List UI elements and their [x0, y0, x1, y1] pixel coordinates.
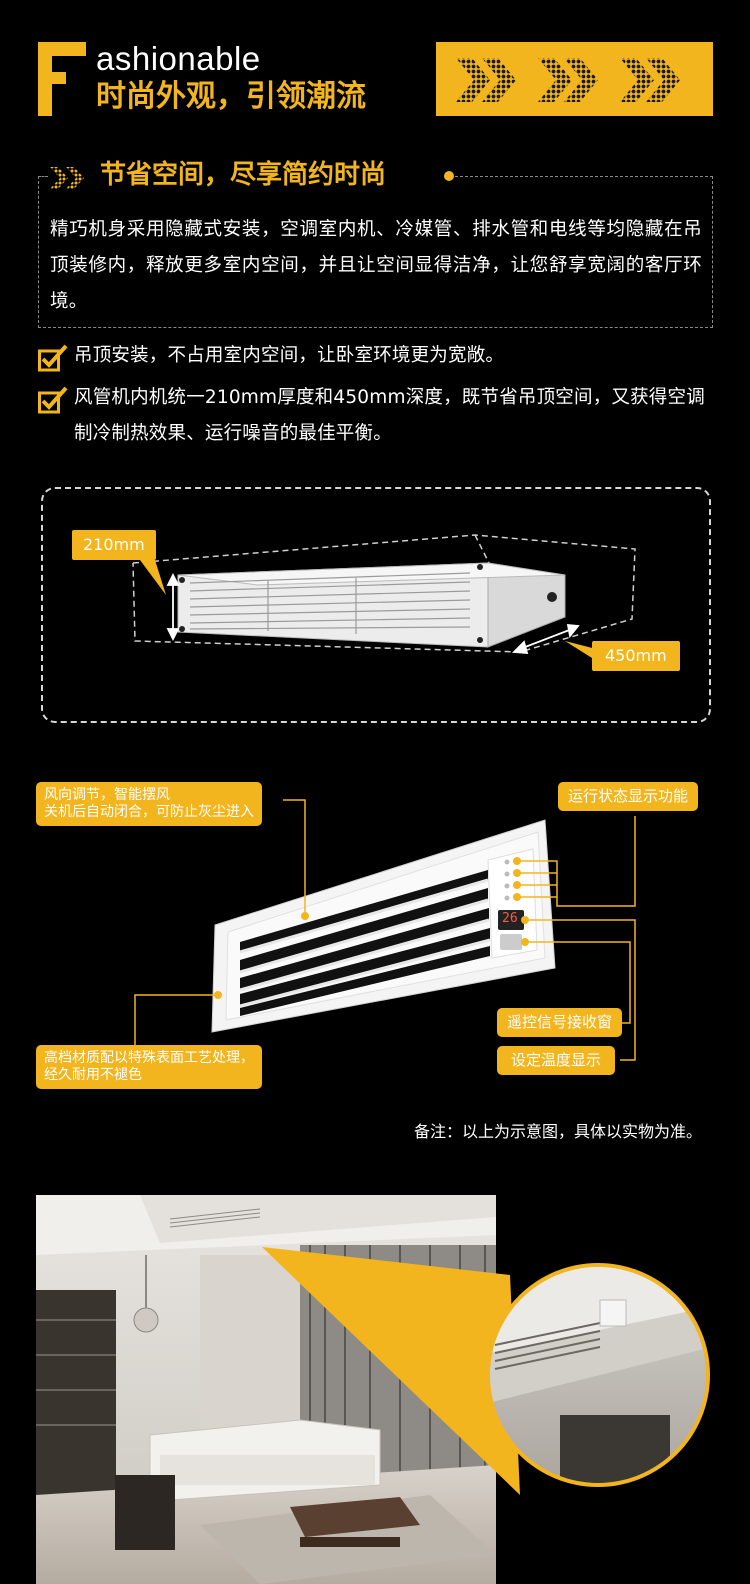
header-arrow-banner [436, 42, 713, 116]
material-line2: 经久耐用不褪色 [44, 1067, 142, 1083]
f-letter-logo [38, 42, 86, 116]
header-chinese-title: 时尚外观，引领潮流 [96, 79, 366, 114]
depth-label: 450mm [592, 641, 680, 671]
temp-display-callout: 设定温度显示 [497, 1046, 616, 1075]
material-line1: 高档材质配以特殊表面工艺处理， [44, 1050, 254, 1066]
bullet-dot [444, 171, 454, 181]
living-room-photo [36, 1195, 710, 1584]
triple-double-chevron-icon [456, 58, 680, 102]
checkbox-checked-icon [38, 386, 68, 414]
checkbox-checked-icon [38, 344, 68, 372]
air-direction-line1: 风向调节，智能摆风 [44, 787, 170, 803]
dimension-diagram-frame [41, 487, 711, 723]
air-direction-line2: 关机后自动闭合，可防止灰尘进入 [44, 804, 254, 820]
section-description: 精巧机身采用隐藏式安装，空调室内机、冷媒管、排水管和电线等均隐藏在吊顶装修内，释… [50, 219, 702, 312]
section-dashed-frame [38, 176, 713, 328]
disclaimer-note: 备注：以上为示意图，具体以实物为准。 [414, 1122, 703, 1141]
bullet-item: 风管机内机统一210mm厚度和450mm深度，既节省吊顶空间，又获得空调制冷制热… [74, 387, 705, 444]
double-chevron-icon [50, 167, 84, 189]
height-label: 210mm [72, 530, 156, 560]
material-callout: 高档材质配以特殊表面工艺处理， 经久耐用不褪色 [36, 1045, 262, 1089]
status-display-callout: 运行状态显示功能 [558, 782, 699, 811]
temp-display-reading: 26 [502, 911, 518, 926]
bullet-item: 吊顶安装，不占用室内空间，让卧室环境更为宽敞。 [74, 345, 505, 366]
air-direction-callout: 风向调节，智能摆风 关机后自动闭合，可防止灰尘进入 [36, 782, 262, 826]
section-title: 节省空间，尽享简约时尚 [100, 160, 387, 190]
duct-unit-dimension-drawing [132, 534, 636, 663]
remote-receiver-callout: 遥控信号接收窗 [497, 1008, 623, 1037]
header-english-title: ashionable [96, 40, 261, 77]
air-outlet-panel-drawing [134, 799, 636, 1061]
